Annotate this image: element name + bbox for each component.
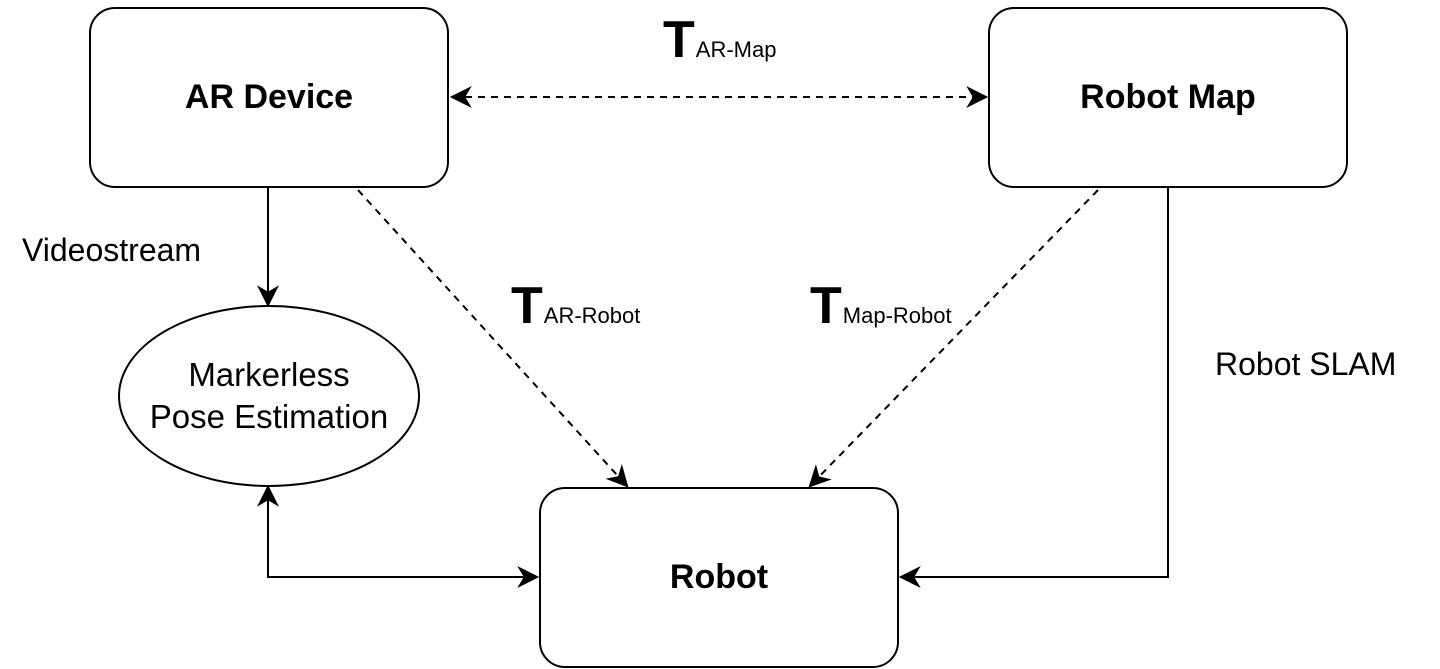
transform-symbol: T [810,277,842,335]
node-robot-label: Robot [669,558,769,596]
edge-map-robot [808,189,1099,488]
videostream-label: Videostream [22,232,202,268]
transform-subscript: AR-Map [695,37,777,62]
node-robot: Robot [539,487,899,668]
node-robot-map: Robot Map [988,7,1348,188]
transform-symbol: T [663,11,695,69]
robot-slam-label: Robot SLAM [1215,346,1397,382]
transform-ar-robot-label: TAR-Robot [511,280,640,332]
transform-subscript: AR-Robot [543,303,641,328]
edge-pose-robot [257,484,540,588]
edge-robot-slam [898,188,1169,588]
transform-ar-map-label: TAR-Map [663,14,776,66]
pose-estimation-line-2: Pose Estimation [149,398,389,435]
edge-ar-robot [357,189,629,488]
pose-estimation-line-1: Markerless [188,356,350,393]
node-robot-map-label: Robot Map [1080,78,1256,116]
transform-subscript: Map-Robot [842,303,952,328]
transform-symbol: T [511,277,543,335]
node-ar-device: AR Device [89,7,449,188]
transform-map-robot-label: TMap-Robot [810,280,952,332]
node-pose-estimation: Markerless Pose Estimation [118,305,420,487]
node-ar-device-label: AR Device [184,78,354,116]
